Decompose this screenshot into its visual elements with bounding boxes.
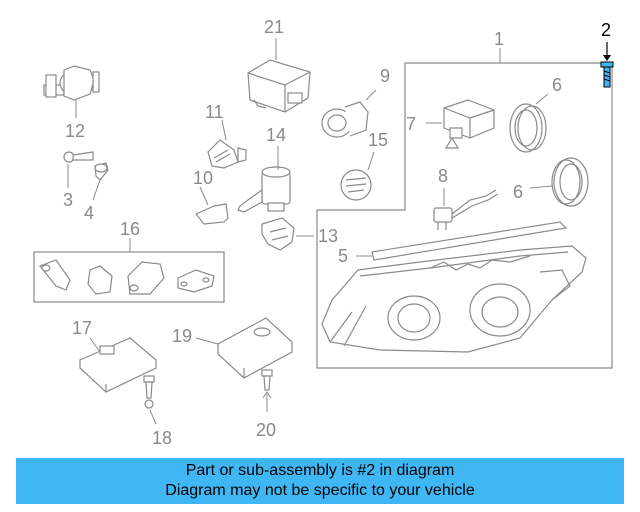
trim-strip-5-icon[interactable] [371, 221, 568, 261]
socket-9-icon[interactable] [321, 101, 369, 138]
leader-6b [529, 185, 553, 189]
callout-12[interactable]: 12 [65, 121, 85, 141]
leader-18 [149, 409, 157, 425]
callout-16[interactable]: 16 [120, 219, 140, 239]
screw-20-icon[interactable] [261, 369, 273, 391]
headlamp-housing-icon[interactable] [321, 245, 587, 353]
ballast-17-icon[interactable] [78, 337, 158, 393]
callout-21[interactable]: 21 [264, 17, 284, 37]
leader-19 [195, 337, 219, 345]
callout-11[interactable]: 11 [205, 102, 224, 122]
callout-20[interactable]: 20 [256, 420, 276, 440]
callout-2[interactable]: 2 [601, 20, 611, 40]
callout-18[interactable]: 18 [152, 428, 172, 448]
clip-4-icon[interactable] [94, 162, 109, 181]
group-16-parts-icon[interactable] [39, 259, 215, 295]
ballast-19-icon[interactable] [216, 317, 294, 379]
leader-17 [89, 337, 101, 353]
callout-13[interactable]: 13 [318, 226, 338, 246]
callout-17[interactable]: 17 [72, 318, 92, 338]
callout-8[interactable]: 8 [438, 166, 448, 186]
leader-9 [365, 89, 377, 101]
callout-15[interactable]: 15 [368, 130, 388, 150]
callout-19[interactable]: 19 [172, 326, 192, 346]
leveling-motor-7-icon[interactable] [443, 99, 495, 149]
leader-4 [92, 179, 101, 201]
callout-1[interactable]: 1 [494, 29, 504, 49]
screw-18-icon[interactable] [143, 375, 155, 409]
hid-bulb-14-icon[interactable] [237, 166, 291, 213]
screw-3-icon[interactable] [63, 151, 94, 163]
cap-6-upper-icon[interactable] [509, 103, 547, 153]
callout-4[interactable]: 4 [84, 203, 94, 223]
callout-3[interactable]: 3 [63, 190, 73, 210]
info-banner: Part or sub-assembly is #2 in diagram Di… [16, 458, 624, 504]
bulb-11-icon[interactable] [207, 139, 247, 169]
callout-7[interactable]: 7 [406, 114, 416, 134]
callout-6-upper[interactable]: 6 [552, 75, 562, 95]
callout-14[interactable]: 14 [266, 125, 286, 145]
callout-10[interactable]: 10 [193, 168, 213, 188]
bulb-10-icon[interactable] [195, 203, 229, 225]
callout-9[interactable]: 9 [380, 66, 390, 86]
leader-11 [221, 119, 227, 141]
headlight-bulb-12-icon[interactable] [43, 65, 100, 101]
group-16-box [33, 251, 225, 303]
callout-5[interactable]: 5 [338, 246, 348, 266]
bolt-part-2-icon[interactable] [600, 61, 614, 88]
banner-line-2: Diagram may not be specific to your vehi… [165, 482, 475, 499]
leader-10 [199, 186, 209, 206]
leader-6a [535, 93, 549, 105]
cap-6-lower-icon[interactable] [551, 157, 589, 207]
arrow-20 [262, 391, 272, 399]
banner-line-1: Part or sub-assembly is #2 in diagram [185, 462, 455, 479]
leader-15 [367, 151, 375, 171]
callout-6-lower[interactable]: 6 [513, 182, 523, 202]
wire-harness-8-icon[interactable] [433, 189, 499, 230]
socket-15-icon[interactable] [340, 169, 372, 201]
arrow-2 [603, 55, 611, 61]
parts-diagram: 1 2 21 12 3 4 [33, 17, 614, 448]
bracket-13-icon[interactable] [261, 217, 295, 251]
control-module-21-icon[interactable] [247, 59, 311, 113]
